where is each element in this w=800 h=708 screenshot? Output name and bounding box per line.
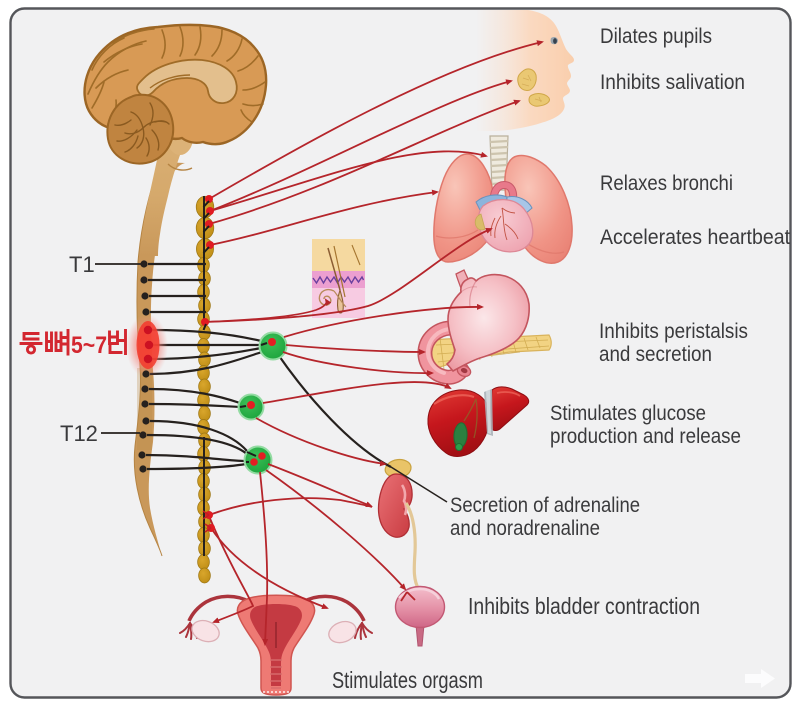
svg-text:T1: T1	[69, 252, 95, 277]
svg-text:production and release: production and release	[550, 425, 741, 448]
svg-text:5~7: 5~7	[71, 332, 107, 359]
svg-text:Inhibits salivation: Inhibits salivation	[600, 71, 745, 94]
svg-text:Inhibits bladder contraction: Inhibits bladder contraction	[468, 593, 700, 619]
svg-text:Stimulates orgasm: Stimulates orgasm	[332, 667, 483, 693]
svg-text:Relaxes bronchi: Relaxes bronchi	[600, 172, 733, 195]
svg-text:Inhibits peristalsis: Inhibits peristalsis	[599, 320, 748, 343]
svg-text:Secretion of adrenaline: Secretion of adrenaline	[450, 494, 640, 517]
svg-text:Stimulates glucose: Stimulates glucose	[550, 402, 706, 425]
svg-text:T12: T12	[60, 421, 98, 446]
svg-text:and secretion: and secretion	[599, 343, 712, 366]
svg-text:and noradrenaline: and noradrenaline	[450, 517, 600, 540]
svg-text:Dilates pupils: Dilates pupils	[600, 25, 712, 48]
svg-text:Accelerates heartbeat: Accelerates heartbeat	[600, 226, 790, 249]
